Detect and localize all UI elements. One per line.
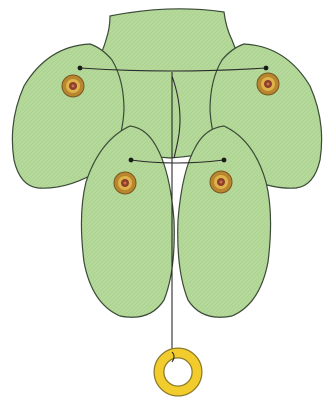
knot-lower-left (129, 158, 134, 163)
button-lower-left (114, 172, 136, 194)
pull-ring (159, 352, 197, 391)
button-upper-left (62, 75, 84, 97)
button-upper-right (257, 73, 279, 95)
knot-lower-right (222, 158, 227, 163)
button-lower-right (210, 171, 232, 193)
knot-upper-right (264, 66, 269, 71)
knot-upper-left (78, 66, 83, 71)
